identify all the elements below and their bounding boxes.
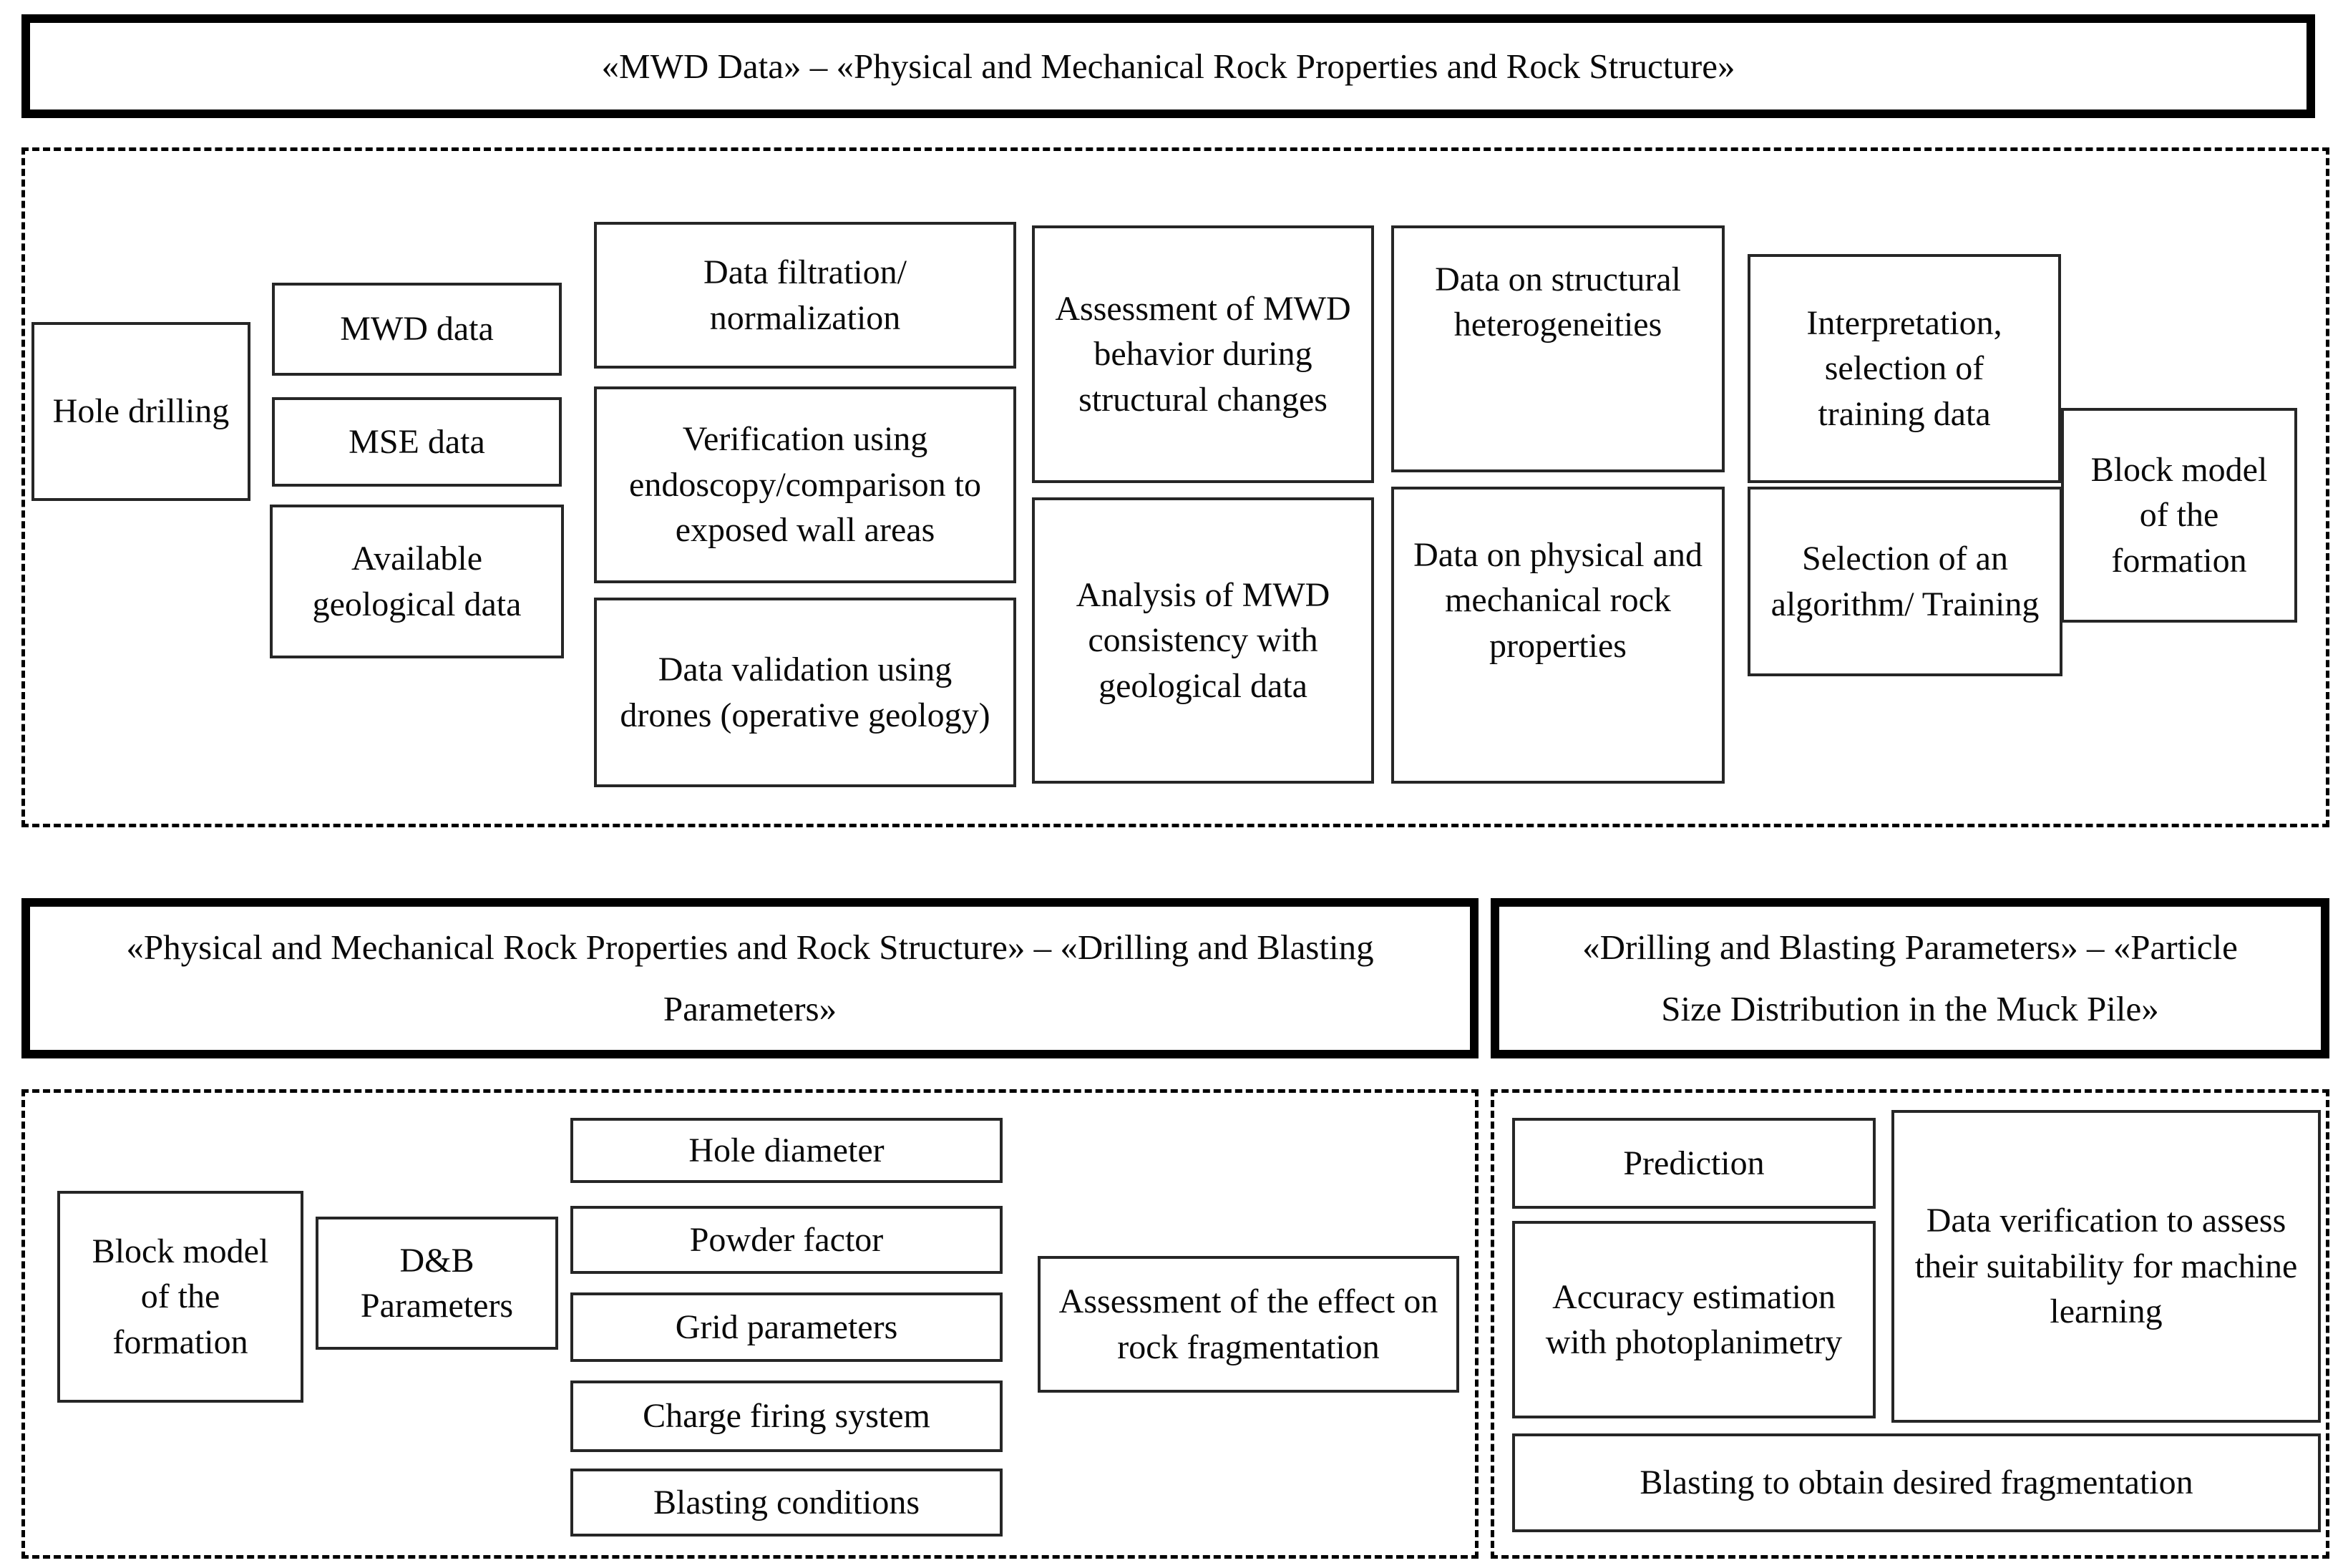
mapping-title-db-parameters-to-particle-size: «Drilling and Blasting Parameters» – «Pa… bbox=[1491, 898, 2329, 1058]
box-data-validation-drones: Data validation using drones (operative … bbox=[594, 598, 1016, 787]
box-block-model-formation-top: Block model of the formation bbox=[2061, 408, 2297, 623]
box-analysis-mwd-consistency: Analysis of MWD consistency with geologi… bbox=[1032, 497, 1374, 784]
box-interpretation-training-data: Interpretation, selection of training da… bbox=[1748, 254, 2061, 483]
box-accuracy-photoplanimetry: Accuracy estimation with photoplanimetry bbox=[1512, 1221, 1876, 1418]
box-prediction: Prediction bbox=[1512, 1118, 1876, 1209]
mapping-title-rock-properties-to-db-parameters: «Physical and Mechanical Rock Properties… bbox=[21, 898, 1479, 1058]
box-db-parameters: D&B Parameters bbox=[316, 1217, 558, 1350]
box-assessment-effect-fragmentation: Assessment of the effect on rock fragmen… bbox=[1038, 1256, 1459, 1393]
box-data-physical-mechanical: Data on physical and mechanical rock pro… bbox=[1391, 487, 1725, 784]
mapping-title-mwd-to-rock-properties: «MWD Data» – «Physical and Mechanical Ro… bbox=[21, 14, 2315, 118]
mapping-title-line-2: Size Distribution in the Muck Pile» bbox=[1661, 989, 2159, 1028]
box-blasting-desired-fragmentation: Blasting to obtain desired fragmentation bbox=[1512, 1433, 2321, 1532]
box-mwd-data: MWD data bbox=[272, 283, 562, 376]
box-assessment-mwd-behavior: Assessment of MWD behavior during struct… bbox=[1032, 225, 1374, 483]
box-data-verification-ml: Data verification to assess their suitab… bbox=[1891, 1110, 2321, 1423]
box-selection-algorithm-training: Selection of an algorithm/ Training bbox=[1748, 487, 2062, 676]
box-verification-endoscopy: Verification using endoscopy/comparison … bbox=[594, 386, 1016, 583]
box-mse-data: MSE data bbox=[272, 397, 562, 487]
box-available-geological-data: Available geological data bbox=[270, 505, 564, 658]
box-block-model-formation-bottom: Block model of the formation bbox=[57, 1191, 303, 1403]
mapping-title-line-1: «Drilling and Blasting Parameters» – «Pa… bbox=[1582, 927, 2238, 968]
box-charge-firing-system: Charge firing system bbox=[570, 1380, 1003, 1452]
box-hole-diameter: Hole diameter bbox=[570, 1118, 1003, 1183]
box-data-structural-heterogeneities: Data on structural heterogeneities bbox=[1391, 225, 1725, 472]
box-powder-factor: Powder factor bbox=[570, 1206, 1003, 1274]
mapping-title-line-2: Parameters» bbox=[663, 989, 837, 1028]
box-grid-parameters: Grid parameters bbox=[570, 1292, 1003, 1362]
mapping-title-text: «MWD Data» – «Physical and Mechanical Ro… bbox=[601, 46, 1735, 86]
box-hole-drilling: Hole drilling bbox=[31, 322, 250, 501]
box-blasting-conditions: Blasting conditions bbox=[570, 1469, 1003, 1537]
box-data-filtration-normalization: Data filtration/ normalization bbox=[594, 222, 1016, 369]
mapping-title-line-1: «Physical and Mechanical Rock Properties… bbox=[126, 927, 1374, 968]
